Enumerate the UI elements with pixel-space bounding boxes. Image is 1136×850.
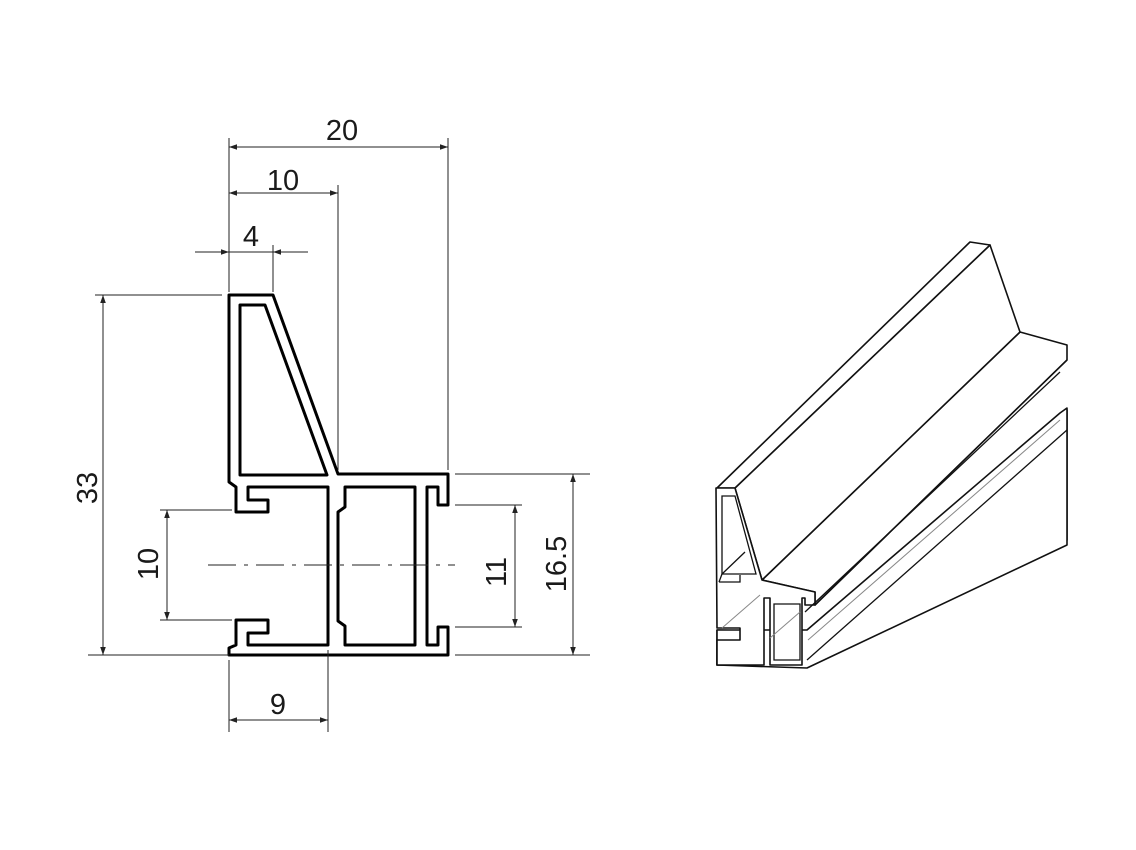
dim-label-16-5: 16.5 — [541, 536, 573, 592]
dimension-33: 33 — [72, 294, 229, 656]
dim-label-10-left: 10 — [133, 548, 165, 580]
dimension-4: 4 — [195, 221, 308, 292]
dimension-10-left: 10 — [133, 509, 232, 621]
dimension-11: 11 — [455, 504, 522, 628]
dim-label-11: 11 — [481, 557, 513, 587]
dim-label-9: 9 — [270, 689, 286, 721]
profile-cross-section — [208, 293, 455, 657]
dimension-9: 9 — [228, 650, 329, 732]
profile-triangle-chamber — [238, 303, 329, 477]
dimension-20: 20 — [228, 115, 449, 470]
dim-label-33: 33 — [72, 472, 104, 504]
dim-label-4: 4 — [243, 221, 259, 253]
dimension-10-top: 10 — [229, 165, 339, 470]
dim-label-20: 20 — [326, 115, 358, 147]
dimension-16-5: 16.5 — [455, 473, 590, 656]
profile-isometric-view — [715, 241, 1068, 669]
profile-outer-contour — [227, 293, 450, 657]
profile-box-chamber — [336, 485, 417, 647]
dim-label-10-top: 10 — [267, 165, 299, 197]
